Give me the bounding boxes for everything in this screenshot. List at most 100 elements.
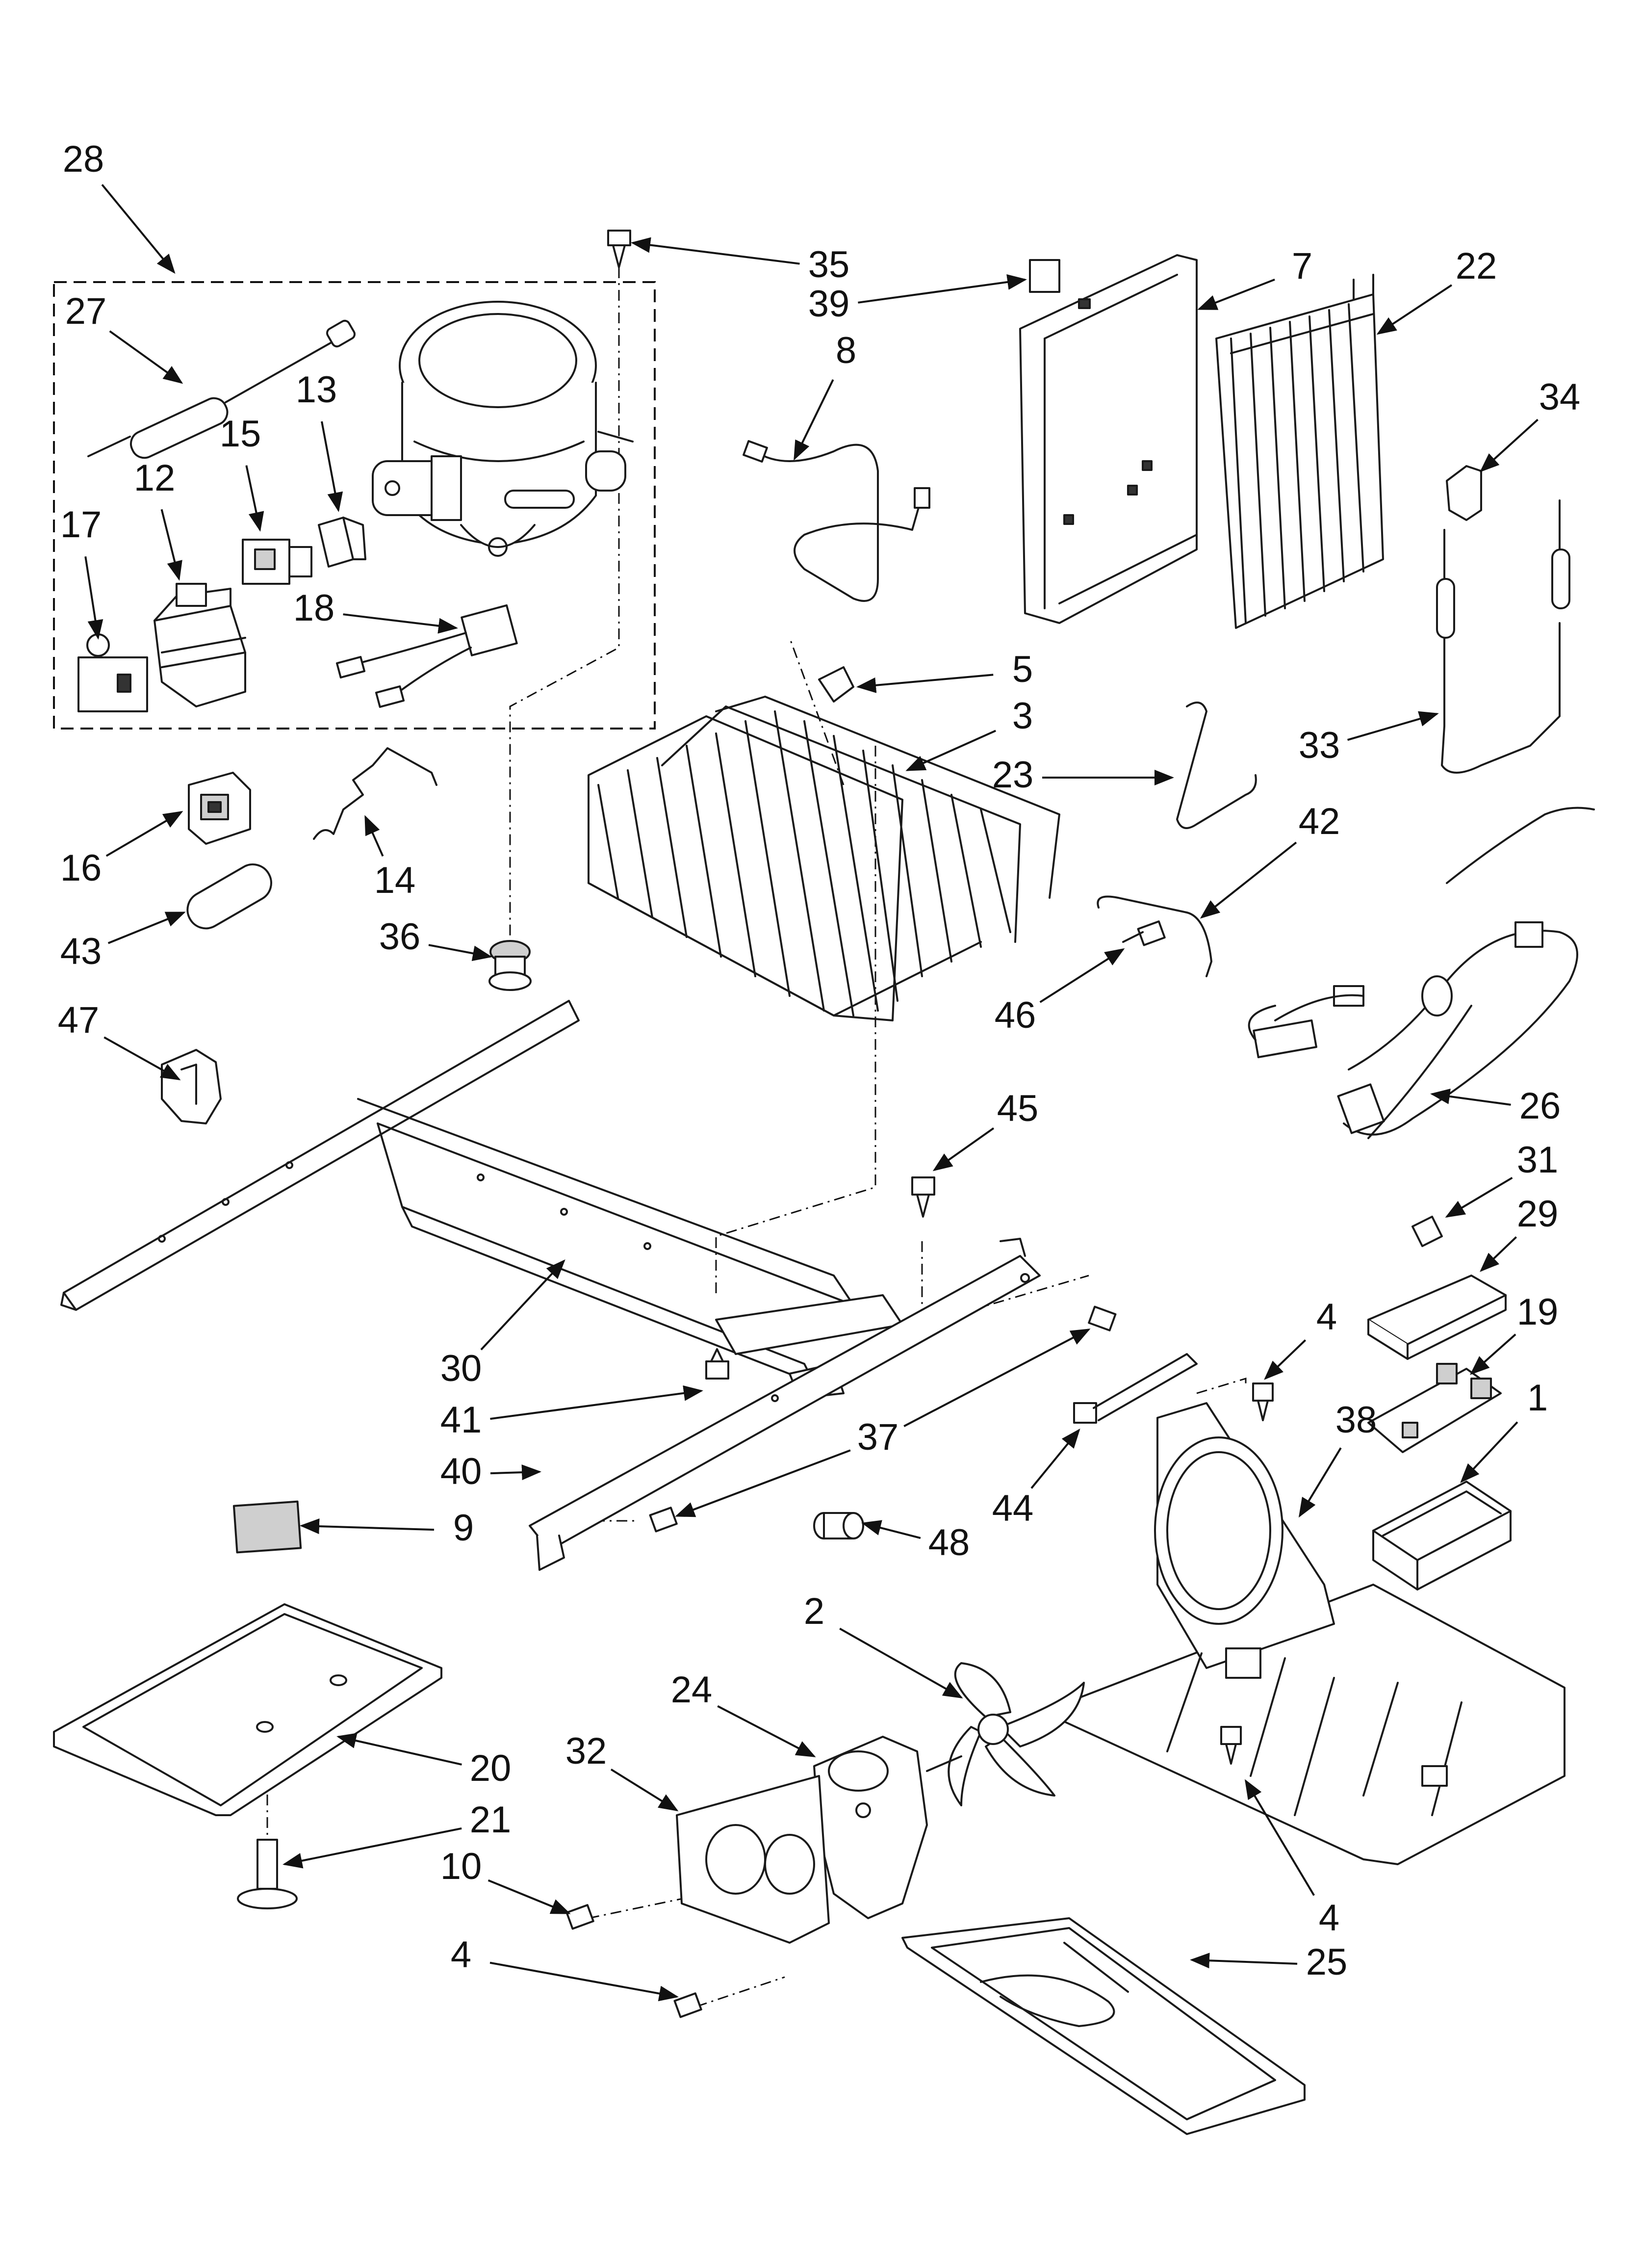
callout-33: 33 (1299, 725, 1340, 766)
leader-47 (103, 1036, 181, 1080)
leader-43 (107, 912, 186, 944)
callout-40: 40 (440, 1451, 482, 1492)
leader-20 (336, 1733, 462, 1766)
callout-35: 35 (808, 244, 850, 286)
part-20-plate (53, 1603, 442, 1816)
part-36-grommet (488, 940, 532, 991)
leader-4c (1244, 1779, 1315, 1896)
part-43-sleeve (186, 863, 272, 930)
part-45-screw (911, 1176, 935, 1218)
leader-46 (1039, 948, 1125, 1003)
callout-30: 30 (440, 1348, 482, 1389)
leader-4b (489, 1961, 679, 2002)
callout-1: 1 (1527, 1377, 1548, 1419)
part-23-rod (1176, 702, 1257, 829)
part-46-screw (1122, 920, 1166, 946)
callout-15: 15 (220, 413, 261, 455)
callout-45: 45 (997, 1088, 1039, 1129)
callout-31: 31 (1517, 1139, 1559, 1181)
leader-38 (1298, 1447, 1342, 1518)
leader-16 (105, 810, 183, 857)
part-27-filter-drier (87, 319, 356, 459)
part-4-screw-lower (673, 1992, 702, 2018)
leader-41 (490, 1385, 703, 1420)
part-3-condenser (588, 696, 1060, 1021)
callout-4b: 4 (451, 1934, 471, 1976)
callout-10: 10 (440, 1846, 482, 1887)
callout-17: 17 (60, 504, 102, 546)
callout-16: 16 (60, 847, 102, 889)
part-25-drain-pan (901, 1917, 1306, 2135)
callout-44: 44 (992, 1487, 1034, 1529)
callout-3: 3 (1012, 695, 1033, 737)
part-37-screw (649, 1305, 1117, 1533)
part-24-fan-motor (813, 1736, 962, 1919)
callout-37: 37 (857, 1416, 899, 1458)
leader-9 (300, 1518, 435, 1535)
callout-25: 25 (1306, 1941, 1348, 1983)
callout-19: 19 (1517, 1291, 1559, 1333)
callout-4c: 4 (1319, 1897, 1339, 1939)
part-48-plug (813, 1512, 864, 1539)
leader-19 (1470, 1333, 1516, 1375)
leader-44 (1030, 1428, 1080, 1489)
part-17-cover (77, 633, 148, 712)
part-10-screw (565, 1904, 594, 1930)
callout-36: 36 (379, 916, 421, 958)
callout-21: 21 (470, 1799, 512, 1841)
callout-5: 5 (1012, 649, 1033, 690)
leader-29 (1480, 1236, 1517, 1272)
part-4-screw-base (1220, 1382, 1274, 1765)
leader-33 (1347, 711, 1439, 741)
leader-15 (245, 465, 264, 532)
callout-39: 39 (808, 283, 850, 325)
callout-13: 13 (296, 369, 337, 411)
leader-32 (610, 1768, 679, 1812)
callout-2: 2 (804, 1590, 824, 1632)
part-32-bracket (676, 1775, 830, 1944)
callout-14: 14 (374, 860, 416, 901)
leader-31 (1445, 1176, 1513, 1218)
leader-10 (487, 1879, 571, 1914)
leader-34 (1480, 418, 1539, 472)
leader-18 (343, 613, 458, 634)
callout-24: 24 (671, 1669, 713, 1711)
part-13-clip (318, 517, 366, 568)
leader-7 (1197, 278, 1275, 310)
part-9-pad (232, 1500, 302, 1554)
callout-4a: 4 (1316, 1296, 1337, 1338)
leader-3 (905, 730, 997, 771)
leader-12 (160, 509, 182, 581)
callout-28: 28 (63, 138, 104, 180)
part-40-crossbar (529, 1238, 1041, 1571)
part-33-drier-tube (1436, 499, 1570, 774)
leader-30 (480, 1259, 565, 1351)
rail-holes (158, 1161, 651, 1250)
leader-5 (856, 674, 994, 693)
part-15-relay (242, 539, 312, 585)
part-35-screw (607, 230, 631, 268)
part-2-fan-blade (948, 1662, 1085, 1806)
part-26-harness (1248, 807, 1595, 1139)
callout-43: 43 (60, 931, 102, 972)
part-1-control-box (1372, 1481, 1512, 1590)
leader-4a (1264, 1339, 1307, 1380)
leader-45 (932, 1127, 995, 1172)
part-31-clip (1411, 1216, 1443, 1247)
part-47-bracket (161, 1049, 222, 1124)
leader-13 (321, 421, 343, 512)
fins (1230, 303, 1364, 624)
callout-46: 46 (995, 994, 1036, 1036)
base-ribs (1166, 1652, 1462, 1816)
leader-21 (282, 1827, 462, 1869)
leader-8 (794, 379, 834, 461)
part-29-cover (1367, 1275, 1507, 1360)
leader-24 (717, 1705, 816, 1757)
part-39-clip (1029, 259, 1060, 293)
callout-26: 26 (1519, 1085, 1561, 1127)
callout-9: 9 (453, 1507, 474, 1549)
leader-14 (364, 815, 384, 857)
part-38-fan-shroud-base (1053, 1402, 1565, 1865)
